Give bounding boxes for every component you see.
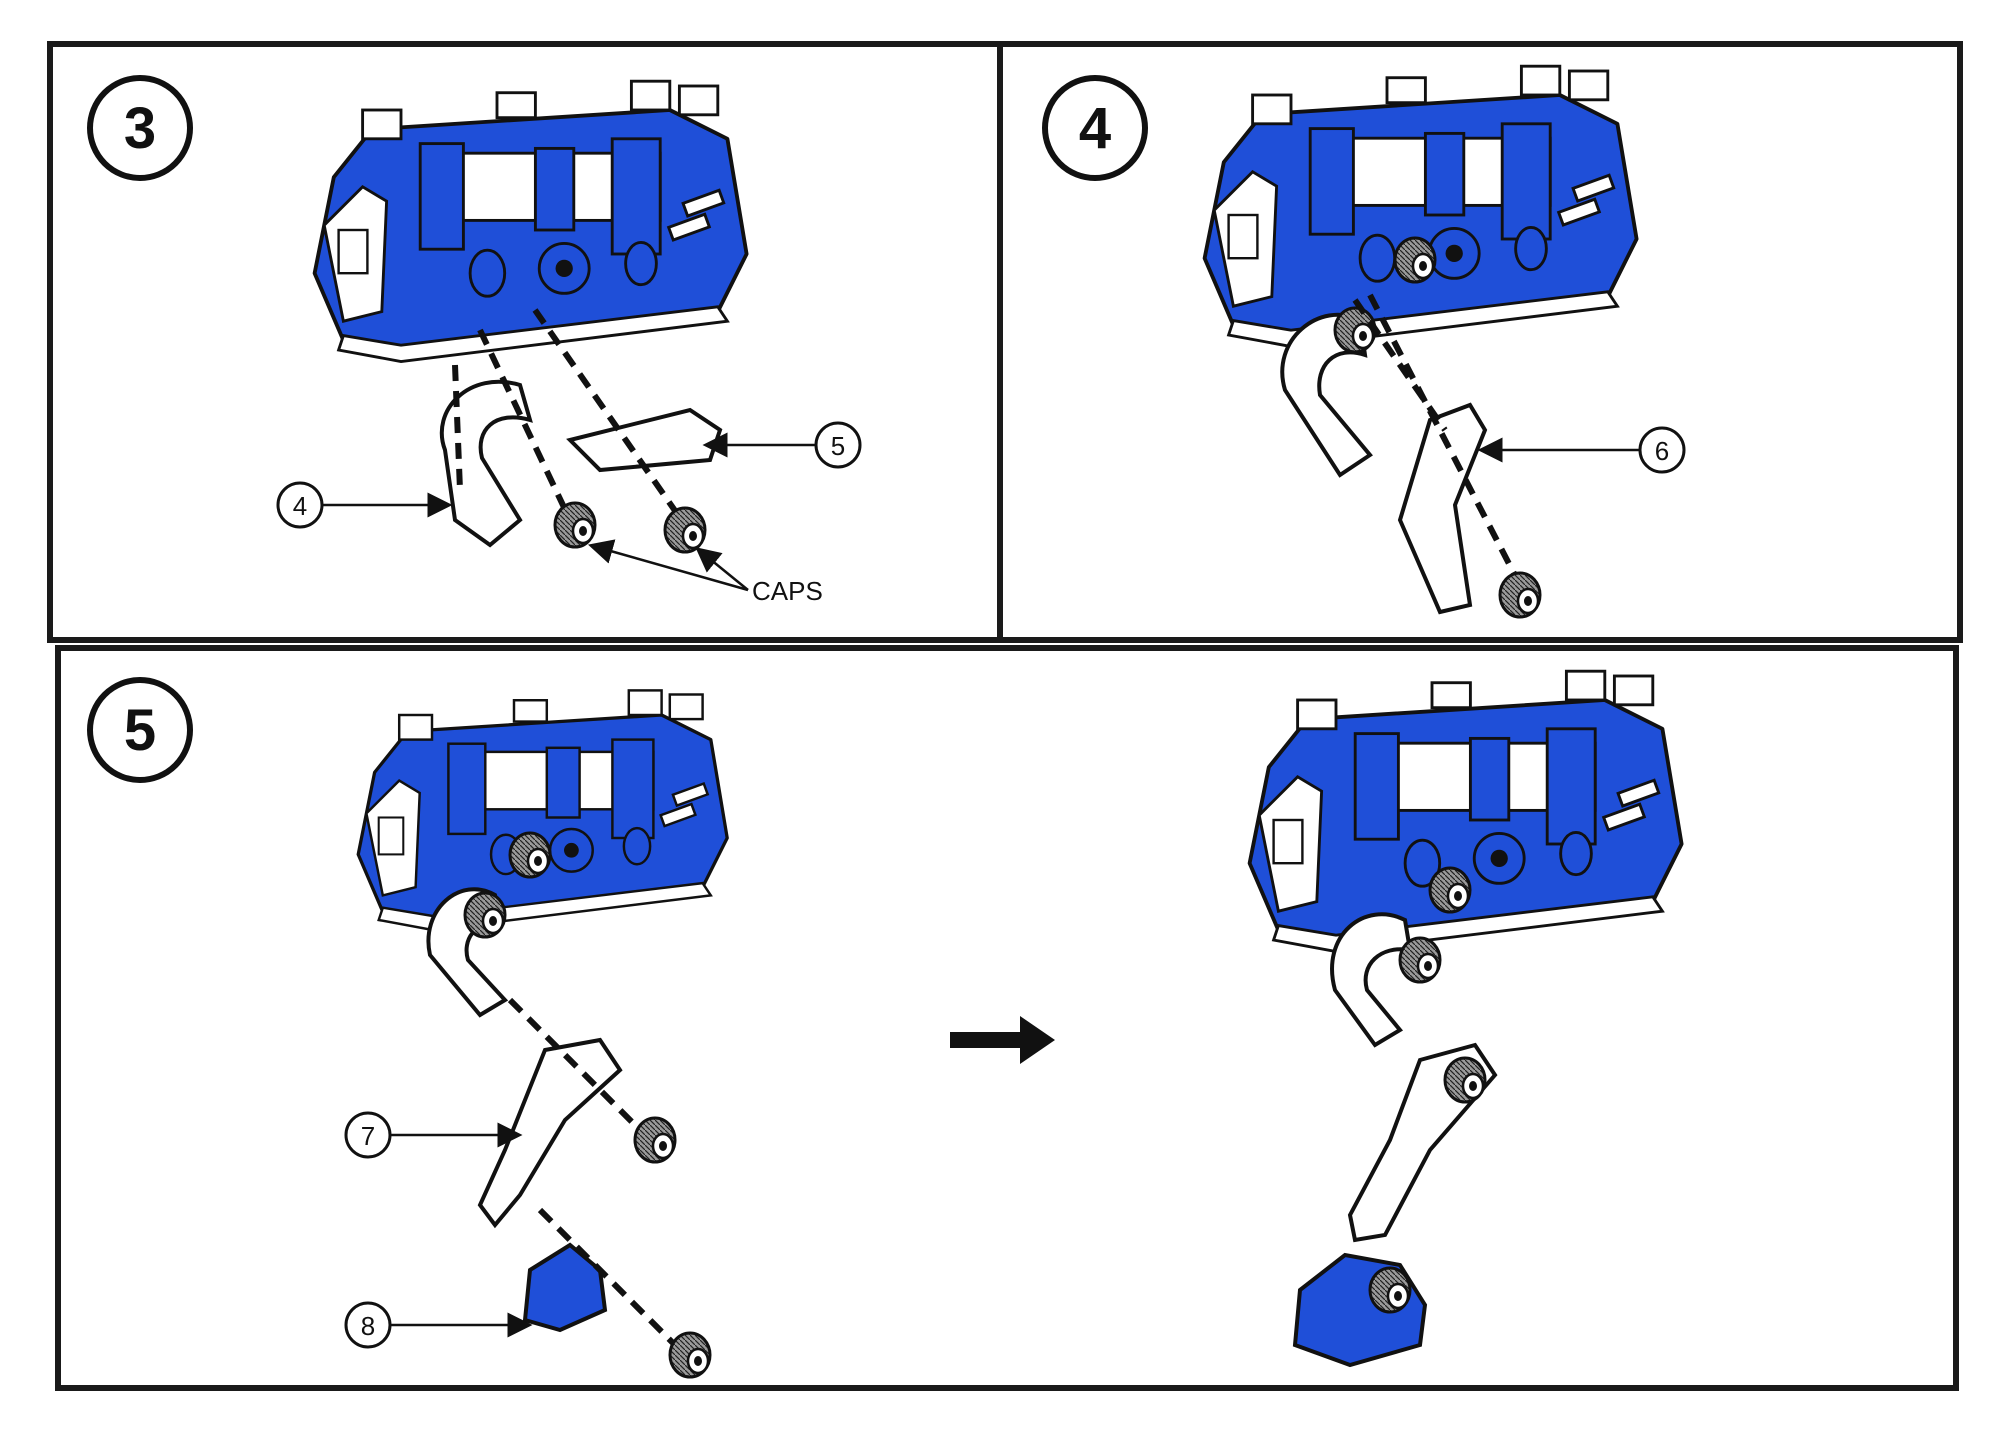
step-5-number: 5 <box>124 698 156 763</box>
step-4-hull <box>1202 64 1639 349</box>
cap-icon <box>663 506 707 554</box>
step-5-badge: 5 <box>87 677 193 783</box>
cap-icon <box>1368 1266 1412 1314</box>
guide-line <box>537 1207 683 1353</box>
guide-line <box>1352 298 1448 432</box>
step-5-hull-right <box>1247 669 1684 954</box>
step-4-callouts: 6 <box>1477 426 1686 474</box>
part-7-arm <box>477 1037 623 1229</box>
panel-step-4 <box>997 41 1963 643</box>
part-8-foot <box>522 1242 608 1333</box>
guide-line <box>507 997 648 1138</box>
callout-part-8: 8 <box>361 1311 375 1341</box>
guide-line <box>532 308 688 527</box>
cap-icon <box>553 501 597 549</box>
part-6-arm <box>1397 402 1488 615</box>
cap-icon <box>668 1331 712 1379</box>
result-arrow <box>950 1016 1055 1064</box>
step-5-hull-left <box>356 688 729 932</box>
callout-part-5: 5 <box>831 431 845 461</box>
panel-frames <box>47 41 1963 1391</box>
callout-part-6: 6 <box>1655 436 1669 466</box>
cap-icon <box>1398 936 1442 984</box>
callout-caps: CAPS <box>752 576 823 606</box>
cap-icon <box>1393 236 1437 284</box>
callout-part-4: 4 <box>293 491 307 521</box>
completed-leg <box>1292 866 1498 1368</box>
panel-step-5 <box>55 645 1959 1391</box>
cap-icon <box>463 891 507 939</box>
guide-line <box>452 364 463 491</box>
step-5-parts <box>426 831 712 1379</box>
cap-icon <box>1333 306 1377 354</box>
step-4-number: 4 <box>1079 96 1111 161</box>
step-3-parts <box>439 308 723 554</box>
cap-icon <box>508 831 552 879</box>
step-3-callouts: 4 5 CAPS <box>276 421 862 606</box>
part-5-arm <box>566 407 723 473</box>
step-3-hull <box>312 79 749 364</box>
step-5-callouts: 7 8 <box>344 1111 533 1349</box>
part-4-arm <box>439 379 533 548</box>
cap-icon <box>633 1116 677 1164</box>
callout-part-7: 7 <box>361 1121 375 1151</box>
cap-icon <box>1443 1056 1487 1104</box>
step-4-parts <box>1280 236 1542 619</box>
cap-icon <box>1498 571 1542 619</box>
step-3-badge: 3 <box>87 75 193 181</box>
cap-icon <box>1428 866 1472 914</box>
step-3-number: 3 <box>124 96 156 161</box>
guide-line <box>477 328 573 522</box>
guide-line <box>1367 293 1523 587</box>
step-4-badge: 4 <box>1042 75 1148 181</box>
